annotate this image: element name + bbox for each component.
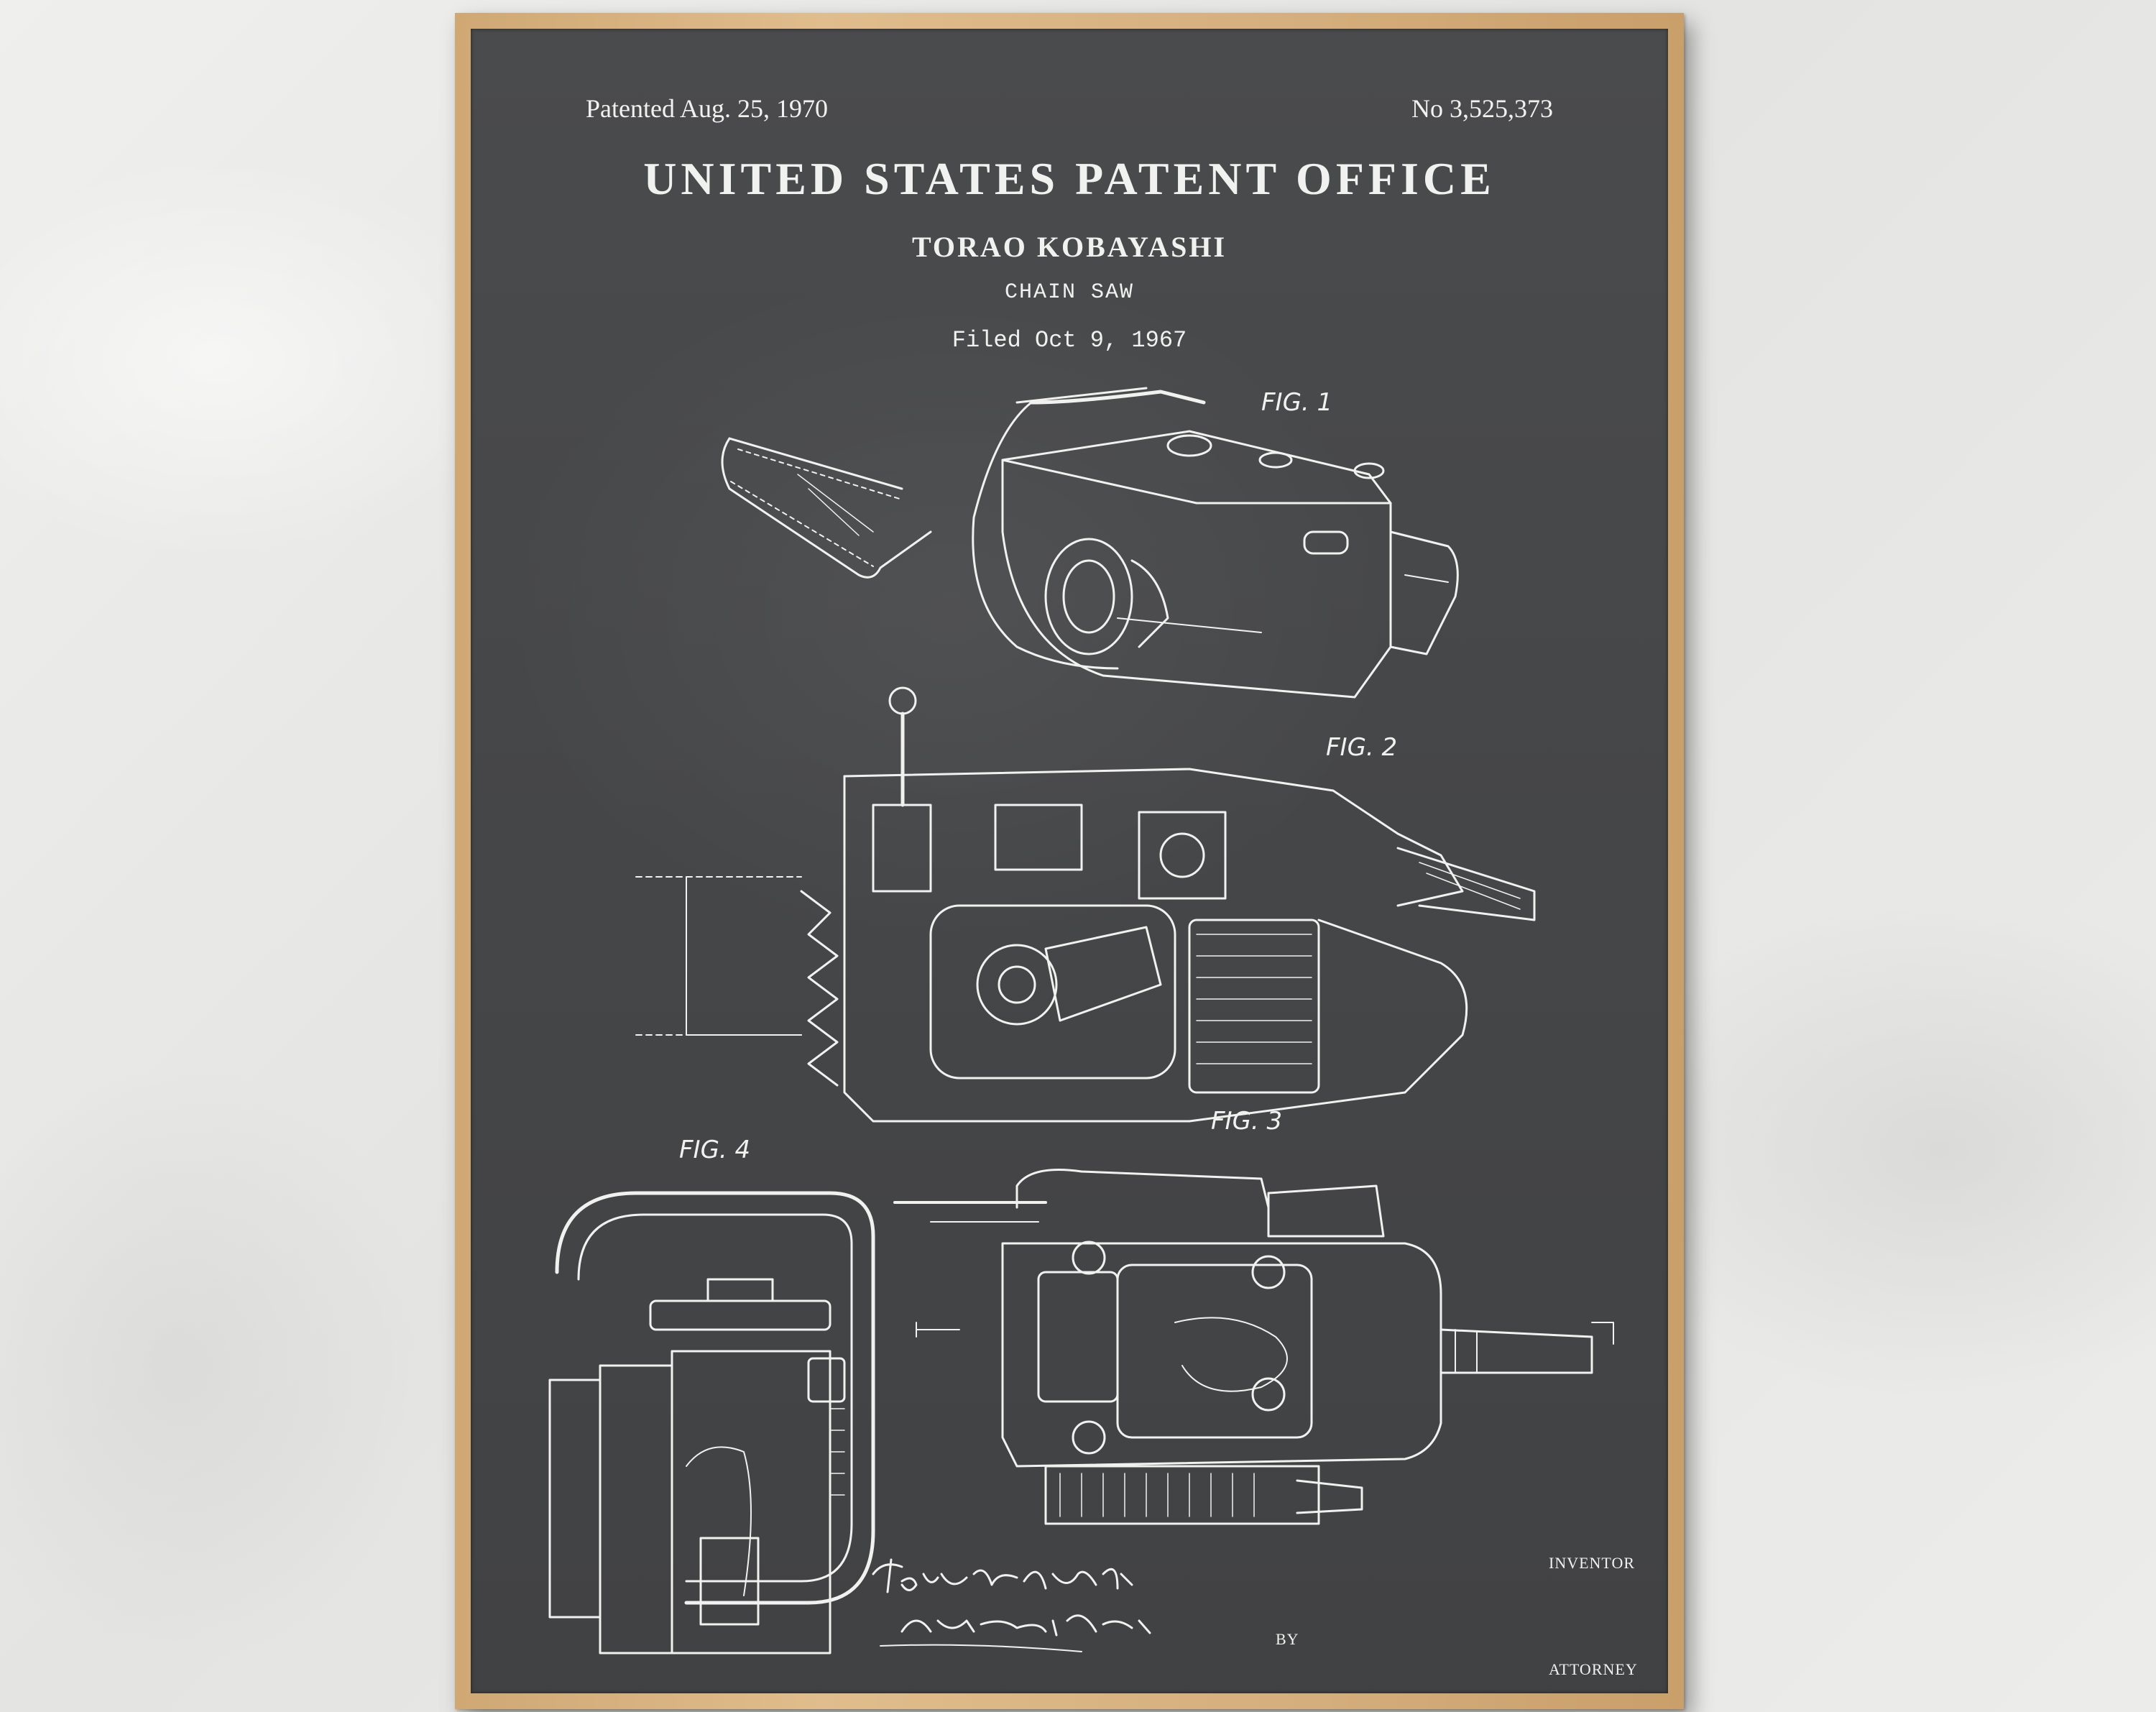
fig3-drawing	[893, 1169, 1614, 1525]
fig1-label: FIG. 1	[1261, 388, 1333, 417]
fig1-drawing	[721, 387, 1459, 699]
fig3-label: FIG. 3	[1211, 1107, 1283, 1136]
office-heading: UNITED STATES PATENT OFFICE	[643, 153, 1496, 204]
inventor-name: TORAO KOBAYASHI	[911, 231, 1227, 263]
filed-date: Filed Oct 9, 1967	[952, 327, 1187, 354]
fig4-drawing	[548, 1191, 875, 1655]
patent-poster: Patented Aug. 25, 1970 No 3,525,373 UNIT…	[471, 29, 1668, 1693]
wooden-frame: Patented Aug. 25, 1970 No 3,525,373 UNIT…	[455, 13, 1684, 1709]
patent-number: No 3,525,373	[1411, 94, 1553, 123]
patent-drawings	[548, 387, 1614, 1655]
fig2-label: FIG. 2	[1326, 733, 1398, 762]
fig4-label: FIG. 4	[679, 1136, 751, 1164]
patented-date: Patented Aug. 25, 1970	[586, 94, 828, 123]
inventor-label: INVENTOR	[1549, 1554, 1636, 1572]
by-label: BY	[1276, 1630, 1299, 1648]
invention-title: CHAIN SAW	[1004, 280, 1135, 305]
fig2-drawing	[635, 686, 1536, 1123]
signature-strokes	[872, 1558, 1151, 1652]
attorney-label: ATTORNEY	[1549, 1660, 1638, 1678]
